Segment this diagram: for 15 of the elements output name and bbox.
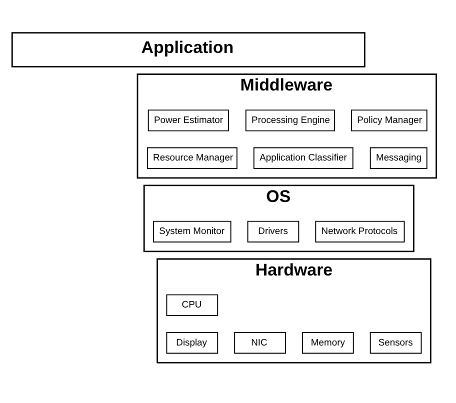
node-box: Drivers [247,220,300,242]
node-box: Network Protocols [315,220,405,242]
node-box: Processing Engine [245,110,335,132]
node-box: CPU [166,294,218,316]
node-box: Application Classifier [253,147,354,169]
node-box: Messaging [370,147,428,169]
node-box: Policy Manager [351,110,428,132]
node-box: Power Estimator [148,110,229,132]
node-box: NIC [234,332,286,354]
node-box: Memory [302,332,354,354]
node-box: Sensors [370,332,422,354]
node-box: Resource Manager [146,147,238,169]
node-box: System Monitor [153,220,232,242]
node-box: Display [166,332,218,354]
node-box: Application [11,32,366,68]
